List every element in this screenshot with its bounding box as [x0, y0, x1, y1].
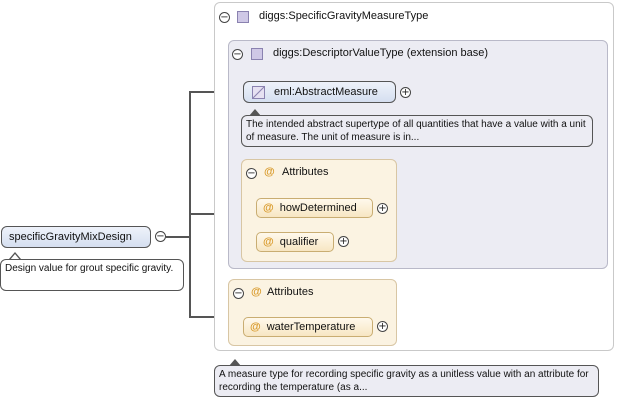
attribute-icon: @: [251, 286, 262, 298]
abstract-element-icon: [252, 86, 265, 99]
base-type-title: diggs:DescriptorValueType (extension bas…: [273, 47, 489, 59]
attribute-qualifier[interactable]: @ qualifier: [256, 232, 334, 252]
doc-pointer: [229, 359, 241, 366]
attribute-icon: @: [263, 236, 274, 248]
attribute-label: howDetermined: [279, 202, 357, 214]
root-element[interactable]: specificGravityMixDesign: [1, 226, 151, 248]
attribute-label: waterTemperature: [266, 321, 356, 333]
attribute-howDetermined[interactable]: @ howDetermined: [256, 198, 373, 218]
connector-trunk: [189, 91, 191, 318]
attribute-icon: @: [263, 202, 274, 214]
root-element-doc: Design value for grout specific gravity.: [0, 259, 184, 291]
expand-icon[interactable]: +: [400, 87, 411, 98]
complex-type-icon: [237, 11, 249, 23]
doc-pointer: [10, 254, 20, 260]
expand-icon[interactable]: +: [377, 203, 388, 214]
attributes-heading: Attributes: [267, 286, 314, 298]
doc-pointer: [249, 109, 261, 116]
abstract-element[interactable]: eml:AbstractMeasure: [243, 81, 396, 103]
collapse-icon[interactable]: −: [233, 288, 244, 299]
complex-type-icon: [251, 48, 263, 60]
attribute-waterTemperature[interactable]: @ waterTemperature: [243, 317, 373, 337]
collapse-icon[interactable]: −: [219, 12, 230, 23]
attribute-label: qualifier: [279, 236, 319, 248]
connector-root-stub: [166, 236, 190, 238]
abstract-element-doc: The intended abstract supertype of all q…: [241, 115, 593, 147]
collapse-icon[interactable]: −: [155, 231, 166, 242]
collapse-icon[interactable]: −: [246, 168, 257, 179]
attribute-icon: @: [264, 166, 275, 178]
abstract-element-label: eml:AbstractMeasure: [274, 86, 378, 98]
root-element-label: specificGravityMixDesign: [9, 231, 132, 243]
attribute-icon: @: [250, 321, 261, 333]
complex-type-title: diggs:SpecificGravityMeasureType: [259, 10, 429, 22]
collapse-icon[interactable]: −: [232, 49, 243, 60]
expand-icon[interactable]: +: [377, 321, 388, 332]
expand-icon[interactable]: +: [338, 236, 349, 247]
attributes-heading: Attributes: [282, 166, 329, 178]
complex-type-doc: A measure type for recording specific gr…: [214, 365, 599, 397]
